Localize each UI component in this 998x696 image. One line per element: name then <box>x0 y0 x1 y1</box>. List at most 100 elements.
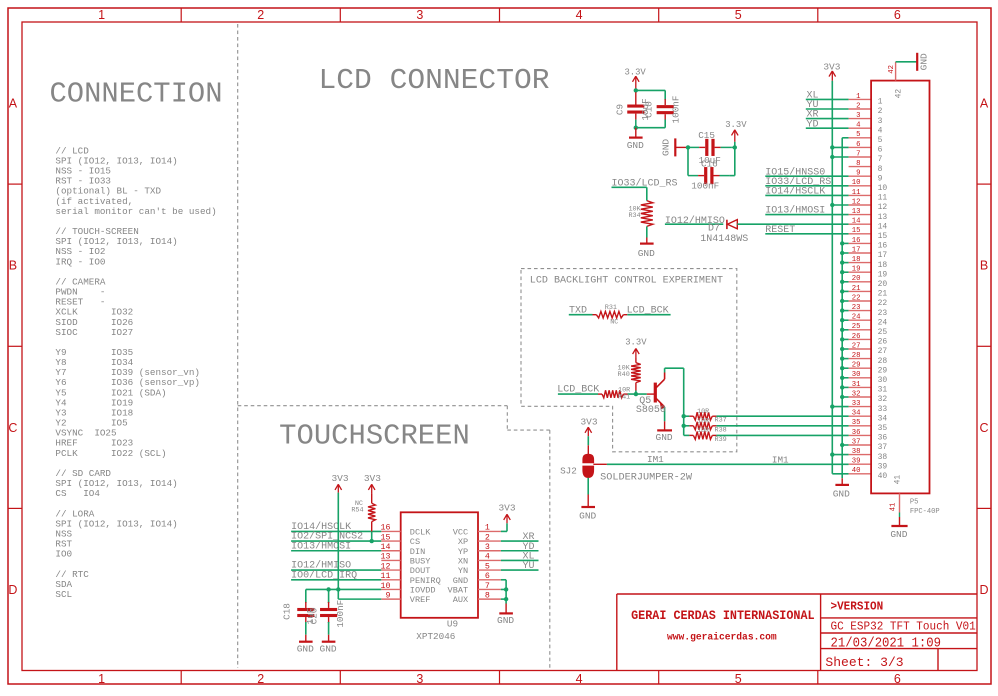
svg-text:38: 38 <box>852 448 861 456</box>
svg-text:21: 21 <box>852 285 861 293</box>
svg-text:1: 1 <box>485 524 490 533</box>
svg-text:GND: GND <box>661 139 672 156</box>
svg-text:21/03/2021 1:09: 21/03/2021 1:09 <box>831 636 942 651</box>
svg-text:35: 35 <box>852 419 861 427</box>
svg-text:IOVDD: IOVDD <box>410 586 436 596</box>
svg-text:(if activated,: (if activated, <box>55 196 133 207</box>
svg-text:FPC-40P: FPC-40P <box>910 508 940 516</box>
svg-text:15: 15 <box>852 227 861 235</box>
svg-text:8: 8 <box>878 165 883 174</box>
svg-text:3V3: 3V3 <box>498 503 515 514</box>
svg-text:IM1: IM1 <box>772 454 789 465</box>
svg-text:10: 10 <box>878 184 888 193</box>
svg-text:32: 32 <box>852 390 861 398</box>
svg-text:5: 5 <box>485 562 490 571</box>
svg-text:C10: C10 <box>643 101 654 118</box>
svg-text:9: 9 <box>386 591 391 600</box>
svg-text:1: 1 <box>878 98 883 107</box>
svg-text:LCD_BCK: LCD_BCK <box>557 384 599 395</box>
svg-text:11: 11 <box>878 194 888 203</box>
svg-text:YP: YP <box>458 547 468 557</box>
svg-text:9: 9 <box>878 174 883 183</box>
svg-text:34: 34 <box>878 414 888 423</box>
svg-text:19: 19 <box>852 266 861 274</box>
svg-text:YU: YU <box>807 100 819 111</box>
svg-text:Y4 IO19: Y4 IO19 <box>55 397 133 408</box>
svg-text:Q5: Q5 <box>639 396 651 407</box>
svg-text:30: 30 <box>852 371 861 379</box>
svg-text:// SD CARD: // SD CARD <box>55 468 111 479</box>
svg-text:23: 23 <box>878 309 888 318</box>
svg-text:24: 24 <box>878 318 888 327</box>
svg-text:GND: GND <box>627 140 644 151</box>
svg-text:IO15/HNSS0: IO15/HNSS0 <box>765 166 825 178</box>
svg-text:// CAMERA: // CAMERA <box>55 276 105 287</box>
svg-text:C20: C20 <box>308 608 319 625</box>
svg-text:IO0/LCD_IRQ: IO0/LCD_IRQ <box>291 569 357 581</box>
svg-text:19: 19 <box>878 270 888 279</box>
svg-text:3: 3 <box>416 672 423 686</box>
svg-text:VREF: VREF <box>410 595 431 605</box>
svg-text:NSS - IO15: NSS - IO15 <box>55 166 111 177</box>
svg-text:3: 3 <box>878 117 883 126</box>
svg-text:7: 7 <box>485 582 490 591</box>
svg-text:BUSY: BUSY <box>410 557 431 567</box>
svg-text:IO14/HSCLK: IO14/HSCLK <box>765 186 825 198</box>
svg-text:D: D <box>979 583 988 597</box>
svg-text:C: C <box>979 421 988 435</box>
svg-text:Y3 IO18: Y3 IO18 <box>55 407 133 418</box>
svg-text:C9: C9 <box>614 104 625 115</box>
svg-text:HREF IO23: HREF IO23 <box>55 438 133 449</box>
svg-text:38: 38 <box>878 453 888 462</box>
svg-text:NSS - IO2: NSS - IO2 <box>55 246 105 257</box>
svg-text:DOUT: DOUT <box>410 566 431 576</box>
svg-text:SPI (IO12, IO13, IO14): SPI (IO12, IO13, IO14) <box>55 478 177 489</box>
svg-text:3: 3 <box>416 8 423 22</box>
svg-text:CS IO4: CS IO4 <box>55 488 100 499</box>
svg-text:28: 28 <box>878 357 888 366</box>
svg-text:20: 20 <box>852 275 861 283</box>
svg-text:6: 6 <box>856 141 860 149</box>
svg-text:S8050: S8050 <box>636 405 666 416</box>
svg-text:SPI (IO12, IO13, IO14): SPI (IO12, IO13, IO14) <box>55 155 177 166</box>
svg-text:10K: 10K <box>628 205 641 213</box>
svg-text:42: 42 <box>888 65 896 74</box>
svg-text:11: 11 <box>852 189 861 197</box>
svg-text:GERAI CERDAS INTERNASIONAL: GERAI CERDAS INTERNASIONAL <box>631 609 815 623</box>
svg-text:LCD_BCK: LCD_BCK <box>627 306 669 317</box>
svg-text:1N4148WS: 1N4148WS <box>700 234 748 245</box>
svg-text:AUX: AUX <box>453 595 468 605</box>
svg-text:39: 39 <box>852 458 861 466</box>
svg-text:13: 13 <box>878 213 888 222</box>
svg-text:GND: GND <box>833 489 850 500</box>
svg-text:5: 5 <box>856 131 860 139</box>
svg-text:A: A <box>980 97 989 111</box>
svg-text:XR: XR <box>807 110 819 121</box>
svg-text:SPI (IO12, IO13, IO14): SPI (IO12, IO13, IO14) <box>55 518 177 529</box>
svg-text:3.3V: 3.3V <box>624 68 646 78</box>
svg-text:18: 18 <box>878 261 888 270</box>
svg-text:35: 35 <box>878 424 888 433</box>
svg-text:13: 13 <box>852 208 861 216</box>
svg-text:21: 21 <box>878 290 888 299</box>
svg-text:40: 40 <box>878 472 888 481</box>
svg-text:GND: GND <box>919 53 930 70</box>
svg-text:10R: 10R <box>618 386 630 394</box>
svg-text:SPI (IO12, IO13, IO14): SPI (IO12, IO13, IO14) <box>55 236 177 247</box>
svg-text:NSS: NSS <box>55 528 72 539</box>
svg-text:Y7 IO39 (sensor_vn): Y7 IO39 (sensor_vn) <box>55 367 200 378</box>
svg-text:U9: U9 <box>447 618 458 629</box>
svg-text:VSYNC IO25: VSYNC IO25 <box>55 428 116 439</box>
svg-text:16: 16 <box>878 242 888 251</box>
svg-text:4: 4 <box>878 126 883 135</box>
svg-text:XL: XL <box>807 91 819 102</box>
svg-text:3V3: 3V3 <box>331 473 348 484</box>
svg-text:10R: 10R <box>697 408 709 416</box>
svg-text:23: 23 <box>852 304 861 312</box>
svg-text:D7: D7 <box>708 224 720 235</box>
svg-text:7: 7 <box>856 150 860 158</box>
svg-text:100nF: 100nF <box>691 180 719 191</box>
svg-text:4: 4 <box>576 8 583 22</box>
svg-text:PCLK IO22 (SCL): PCLK IO22 (SCL) <box>55 448 166 459</box>
svg-text:16: 16 <box>852 237 861 245</box>
